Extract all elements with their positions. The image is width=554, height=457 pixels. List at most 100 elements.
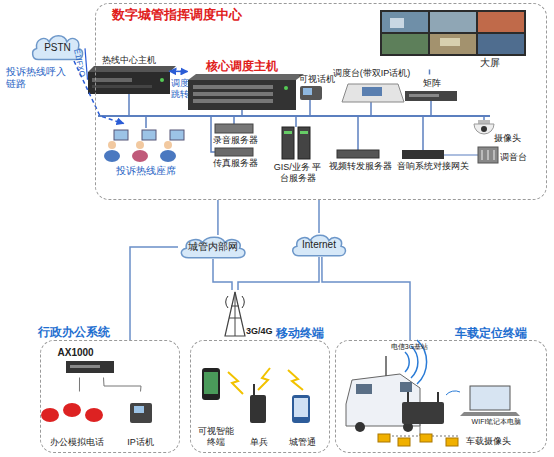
vehicle-icons [402,402,444,424]
node-label: GIS/业务 平台服务器 [274,162,322,184]
node-label: 移动终端 [276,326,336,340]
server-icons [282,127,294,159]
node-label: 行政办公系统 [38,325,118,339]
seat-icons [114,130,128,140]
gis-server: GIS/业务 平台服务器 [270,122,326,188]
vehicle-icons [346,340,520,446]
hotline-host-icon [92,78,132,82]
video-phone-icon [303,88,312,95]
server-icons [402,150,444,159]
seat-icons [132,150,148,162]
vehicle-group: 车载定位终端电信3G基站WIFI笔记本电脑车载摄像头 [335,340,547,453]
node-label: 电信3G基站 [385,342,435,351]
office-icons [63,403,81,417]
server-icons [284,131,292,134]
video-forward-server: 视频转发服务器 [328,146,394,176]
center-boundary: 数字城管指挥调度中心热线中心主机核心调度主机可视话机调度台(带双IP话机)大屏矩… [95,3,547,200]
camera-icon [474,120,494,134]
node-label: 数字城管指挥调度中心 [112,7,242,22]
node-label: 城管通 [282,437,324,448]
mobile-icons [294,398,308,417]
node-label: 音响系统对接网关 [394,161,472,172]
server-icons [300,131,308,134]
node-label: 核心调度主机 [188,59,296,73]
tower-icon [225,292,245,336]
seat-icons [104,130,184,162]
office-icons [41,361,152,423]
video-wall-icon [380,10,526,56]
laptop: WIFI笔记本电脑 [462,382,532,424]
base-tower: 3G/4G [222,290,278,338]
tower-icon [235,292,236,336]
server-icons [298,127,310,159]
node-label: IP话机 [118,437,164,448]
edge-label: E1/FXO [71,47,87,78]
node-label: 大屏 [478,57,502,69]
ip-phone: IP话机 [118,392,164,450]
office-group: 行政办公系统AX1000办公模拟电话IP话机 [40,340,180,453]
node-label: 传真服务器 [204,158,267,169]
bus-line [422,116,424,150]
connector [170,71,188,73]
mobile-app-phone: 城管通 [282,385,324,450]
server-icons [478,147,498,163]
connector [79,378,80,392]
bus-line [430,101,432,116]
vehicle-icons [405,352,409,372]
node-label: 车载定位终端 [455,326,535,340]
video-wall-icon [380,10,526,56]
bus-line [295,116,297,127]
office-icons [41,408,59,422]
node-label: Internet [290,239,348,251]
recording-server: 录音服务器 [208,122,263,146]
vehicle-icons [420,434,432,442]
video-wall-icon [430,12,476,32]
seat-icons [164,141,172,149]
hotline-host: 热线中心主机 [88,55,170,97]
connector [130,247,178,340]
tower-icon [231,306,239,307]
connector [322,257,410,340]
switch: AX1000 [56,346,120,378]
node-label: 城管内部网 [178,241,248,253]
core-host-icon [188,74,304,80]
matrix-icon [405,91,457,101]
mobile-icons [288,370,303,390]
video-wall-icon [478,12,524,32]
vehicle-icons [446,391,460,395]
node-label: 3G/4G [246,326,276,337]
console-icon [342,84,404,102]
mobile-icons [202,368,310,423]
core-host-icon [193,99,273,103]
connector [104,378,142,392]
mobile-icons [202,368,220,400]
node-label: 投诉热线座席 [102,165,190,177]
server-icons [215,124,253,133]
vehicle-icons [407,392,409,402]
bus-line [211,116,215,152]
camera: 摄像头 [466,112,522,144]
core-host-icon [188,80,296,110]
connector [217,200,219,235]
bus-line [370,102,372,116]
video-wall-icon [382,34,428,54]
seat-icons [170,130,184,140]
tower-icon [225,292,245,336]
mobile-icons [250,395,266,423]
bus-line [483,116,485,120]
node-label: 车载摄像头 [466,436,526,447]
bus-line [444,154,478,155]
fax-server: 传真服务器 [208,147,263,172]
hotline-host-icon [88,72,170,94]
node-label: 可视话机 [297,74,337,85]
video-wall-icon [390,18,404,28]
tower-icon [242,296,244,308]
vehicle-icons [378,434,390,442]
mobile-icons [292,395,310,423]
bus-line [309,100,311,116]
node-label: AX1000 [58,347,118,359]
bus-line [128,94,130,116]
core-host-icon [284,86,288,90]
node-label: 调音台 [500,152,532,163]
